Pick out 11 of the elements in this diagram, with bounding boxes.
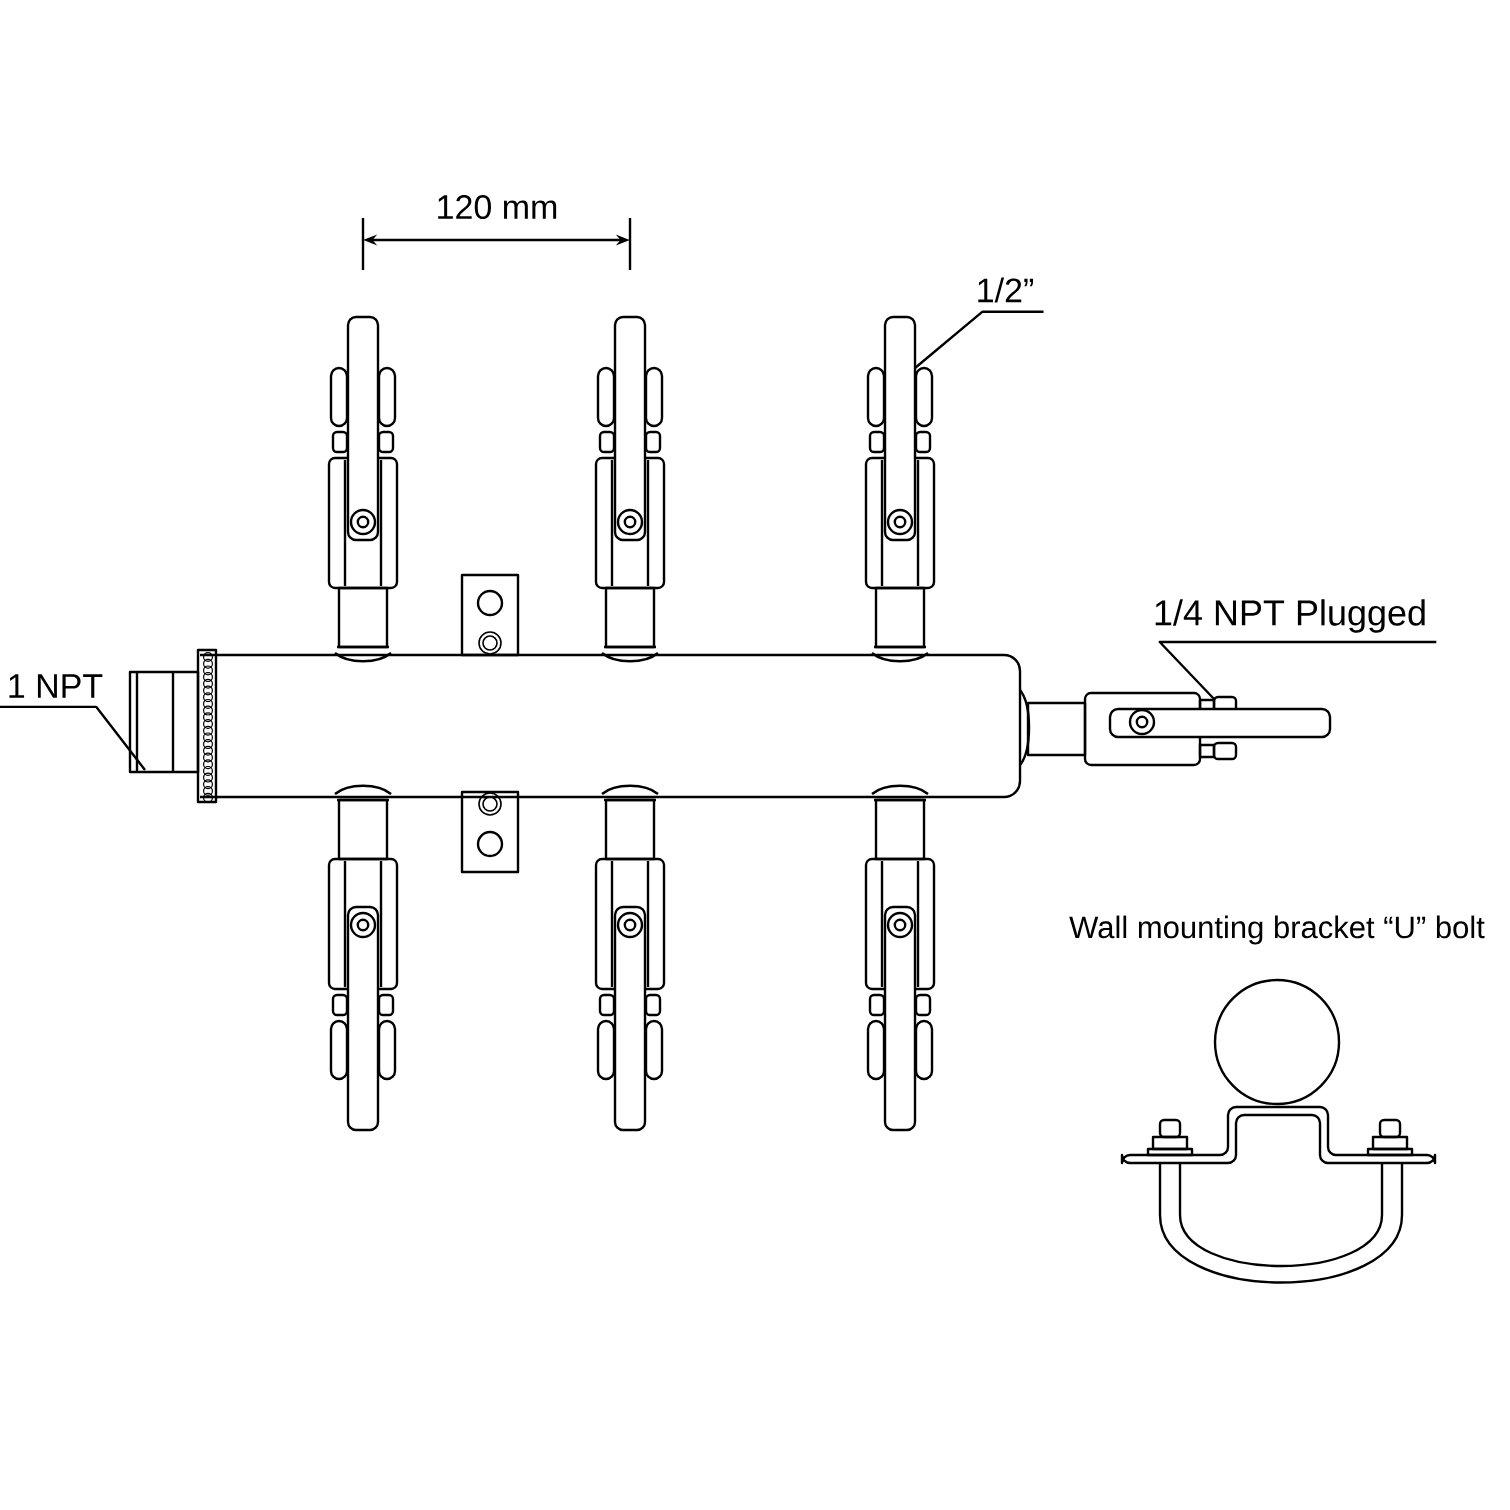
callout-text: 1 NPT — [9, 674, 103, 698]
callout-text: 1/2” — [978, 277, 1034, 303]
caption: Wall mounting bracket “U” bolt — [1069, 915, 1485, 945]
callout-text: 1/4 NPT Plugged — [1155, 599, 1425, 633]
plug-valve-drawing — [1019, 689, 1332, 767]
leader-line — [914, 310, 1044, 369]
valve-drawing — [864, 315, 936, 663]
leader-line — [1158, 640, 1437, 701]
dimension-label: 120 mm — [438, 194, 557, 220]
leader-line — [0, 705, 146, 771]
inlet-fitting-drawing — [128, 670, 200, 774]
